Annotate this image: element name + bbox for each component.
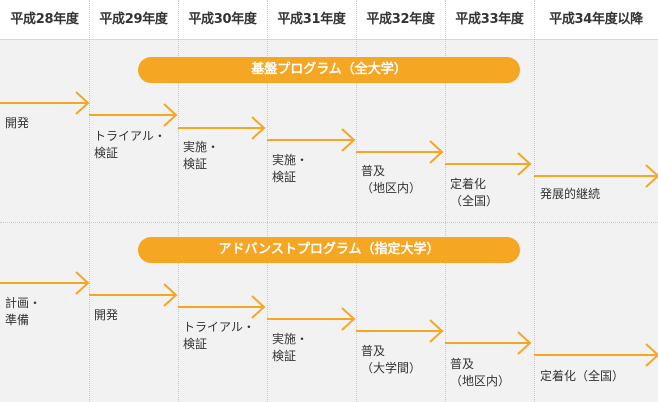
- stage-arrow: [267, 307, 356, 331]
- year-header-2022-onward: 平成34年度以降: [549, 12, 643, 27]
- stage-arrow: [0, 271, 90, 295]
- year-header-2016: 平成28年度: [10, 12, 79, 27]
- stage-label: 普及 （地区内）: [361, 164, 422, 195]
- stage-label: トライアル・ 検証: [94, 129, 166, 160]
- stage-label: 普及 （大学間）: [361, 344, 422, 375]
- year-header-2021: 平成33年度: [455, 12, 524, 27]
- column-divider: [534, 0, 535, 402]
- stage-label: 実施・ 検証: [272, 153, 309, 184]
- row-divider: [0, 222, 658, 223]
- stage-label: 定着化 （全国）: [450, 177, 499, 208]
- stage-label: 定着化（全国）: [540, 369, 625, 383]
- column-divider: [89, 0, 90, 402]
- stage-label: 普及 （地区内）: [450, 357, 511, 388]
- column-divider: [356, 0, 357, 402]
- stage-arrow: [89, 283, 178, 307]
- year-header-2018: 平成30年度: [188, 12, 257, 27]
- stage-arrow: [445, 152, 532, 176]
- stage-arrow: [178, 116, 266, 140]
- stage-arrow: [0, 91, 90, 115]
- stage-label: 開発: [5, 116, 30, 130]
- stage-arrow: [356, 319, 444, 343]
- stage-label: 発展的継続: [540, 187, 601, 201]
- program-title-advanced: アドバンストプログラム（指定大学）: [138, 237, 520, 263]
- stage-arrow: [89, 103, 178, 127]
- stage-arrow: [178, 295, 266, 319]
- year-header-2020: 平成32年度: [366, 12, 435, 27]
- stage-label: 開発: [94, 308, 119, 322]
- year-header-2017: 平成29年度: [99, 12, 168, 27]
- column-divider: [267, 0, 268, 402]
- column-divider: [178, 0, 179, 402]
- stage-arrow: [534, 164, 658, 188]
- program-title-kiban: 基盤プログラム（全大学）: [138, 57, 520, 83]
- stage-arrow: [534, 343, 658, 367]
- year-header: 平成28年度 平成29年度 平成30年度 平成31年度 平成32年度 平成33年…: [0, 0, 658, 40]
- stage-arrow: [267, 128, 356, 152]
- stage-label: 計画・ 準備: [5, 296, 42, 327]
- column-divider: [445, 0, 446, 402]
- stage-label: トライアル・ 検証: [183, 320, 255, 351]
- stage-arrow: [445, 331, 532, 355]
- stage-label: 実施・ 検証: [183, 140, 220, 171]
- year-header-2019: 平成31年度: [277, 12, 346, 27]
- stage-arrow: [356, 140, 444, 164]
- stage-label: 実施・ 検証: [272, 332, 309, 363]
